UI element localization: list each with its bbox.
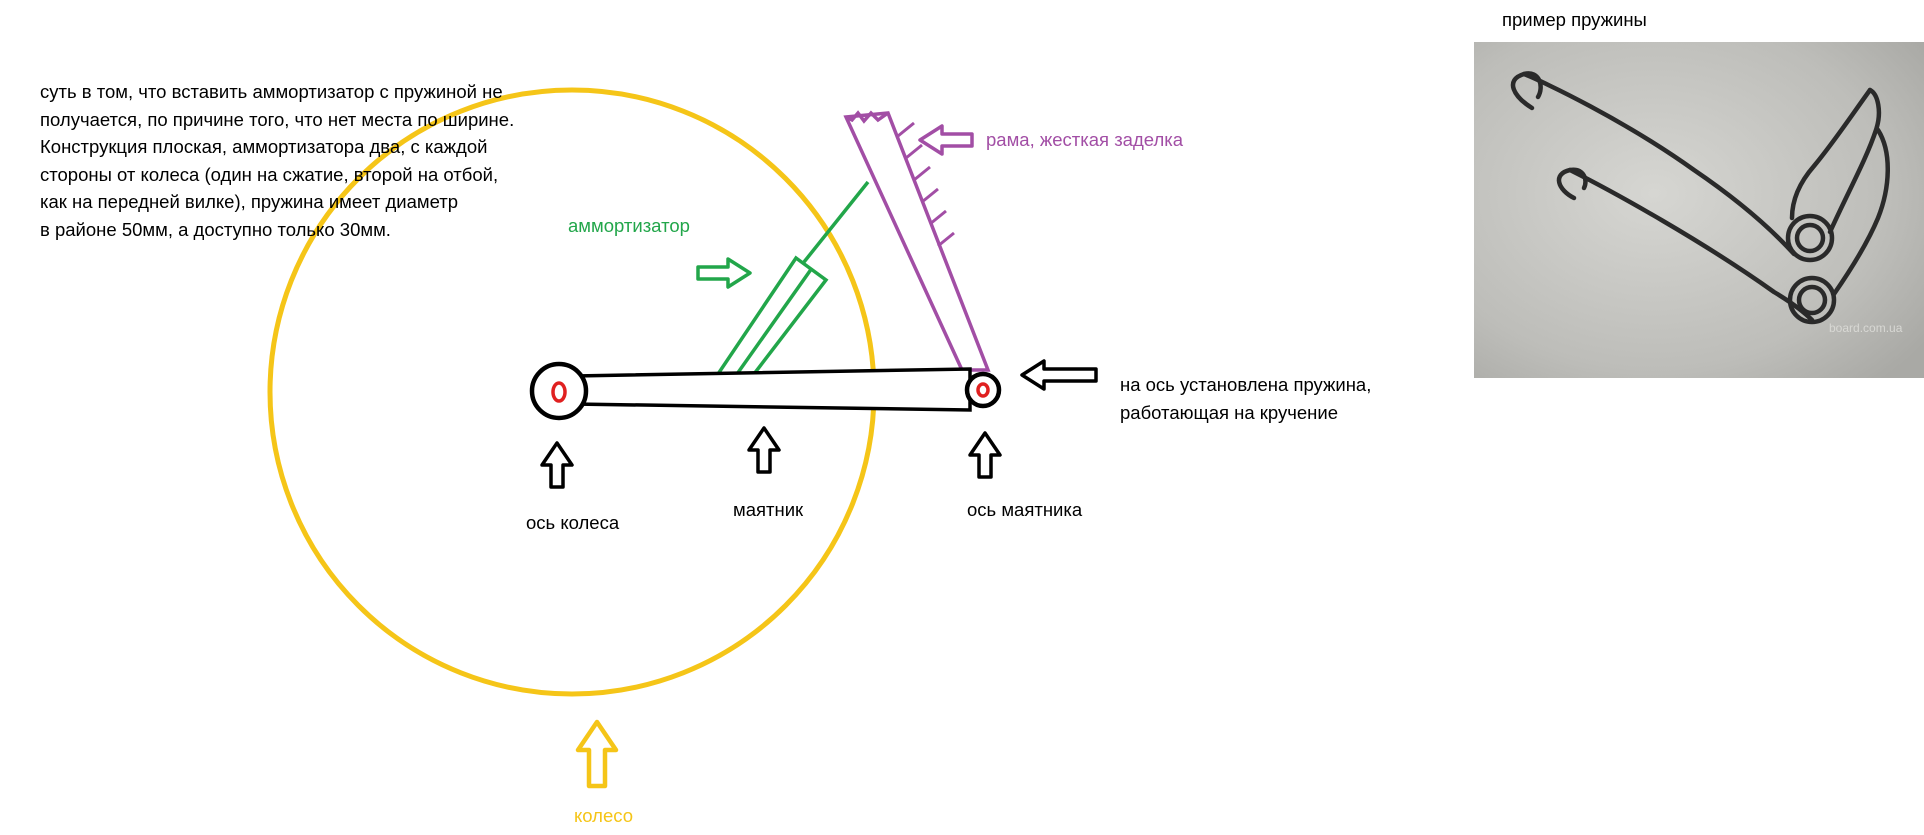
- photo-title: пример пружины: [1502, 9, 1647, 30]
- pendulum: [529, 361, 1002, 421]
- label-pendulum-axle: ось маятника: [967, 499, 1083, 520]
- description-line: в районе 50мм, а доступно только 30мм.: [40, 218, 391, 240]
- description-line: как на передней вилке), пружина имеет ди…: [40, 191, 459, 212]
- arrow-pendulum: [747, 426, 781, 474]
- label-spring-axis-line1: на ось установлена пружина,: [1120, 374, 1371, 395]
- spring-wire: [1510, 71, 1890, 325]
- pendulum-axle-center: [976, 382, 990, 398]
- wheel-axle-hub: [529, 361, 589, 421]
- arrow-wheel-axle: [540, 441, 574, 489]
- frame: [843, 110, 991, 372]
- wheel-axle-center: [551, 381, 567, 403]
- label-wheel-axle: ось колеса: [526, 512, 620, 533]
- label-frame: рама, жесткая заделка: [986, 129, 1184, 150]
- spring-photo: board.com.ua: [1474, 42, 1924, 378]
- label-shock: аммортизатор: [568, 215, 690, 236]
- arrow-shock: [696, 257, 752, 289]
- frame-beam-top: [845, 110, 890, 124]
- description: суть в том, что вставить аммортизатор с …: [40, 78, 620, 243]
- arrow-wheel: [575, 719, 619, 789]
- shock-rod: [802, 180, 870, 264]
- description-line: получается, по причине того, что нет мес…: [40, 108, 515, 130]
- frame-hatching: [897, 121, 955, 248]
- arrow-pendulum-axle: [968, 431, 1002, 479]
- label-spring-axis-line2: работающая на кручение: [1120, 402, 1338, 423]
- description-line: стороны от колеса (один на сжатие, второ…: [40, 163, 499, 185]
- shock-body: [714, 255, 829, 376]
- label-wheel: колесо: [574, 805, 633, 826]
- pendulum-axle-hub: [964, 371, 1002, 409]
- description-line: Конструкция плоская, аммортизатора два, …: [40, 136, 488, 157]
- description-line: суть в том, что вставить аммортизатор с …: [40, 81, 503, 102]
- arrow-frame: [918, 124, 974, 156]
- photo-watermark: board.com.ua: [1829, 321, 1903, 335]
- label-pendulum: маятник: [733, 499, 804, 520]
- shock-body-inner: [735, 266, 814, 376]
- pendulum-arm: [572, 367, 972, 412]
- arrow-spring-axis: [1020, 359, 1098, 391]
